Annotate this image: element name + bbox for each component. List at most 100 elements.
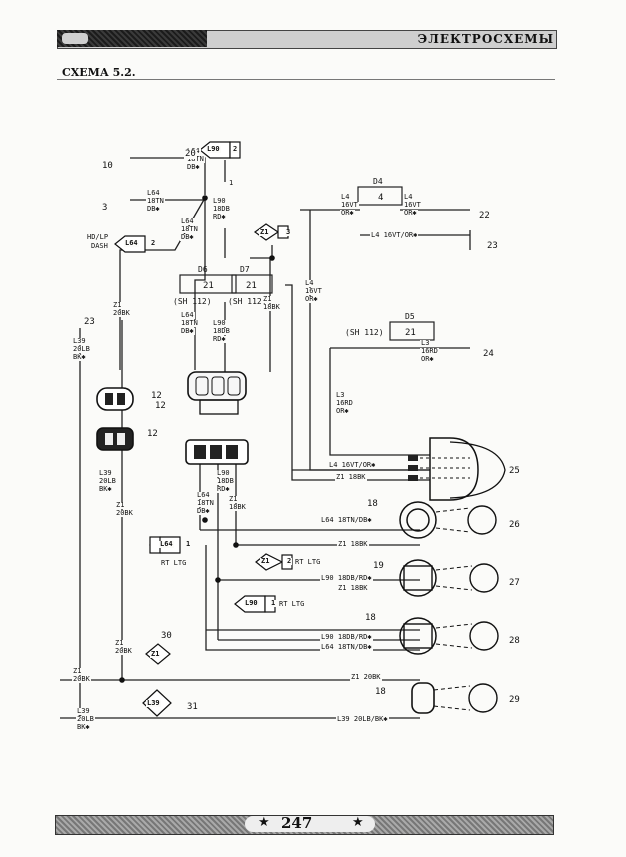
z1-20bk-mid-line-0: Z1 <box>114 639 125 647</box>
callout-18-9: 18 <box>364 613 377 623</box>
tag-l39-31: L39 <box>146 699 161 707</box>
l39-20lb-bk-line-2: BK✱ <box>72 353 87 361</box>
h-z1-18bk-27: Z1 18BK <box>337 584 369 592</box>
callout-22-11: 22 <box>478 211 491 221</box>
z1-20bk-bottom-line-0: Z1 <box>72 667 83 675</box>
svg-text:4: 4 <box>378 193 383 203</box>
svg-text:D4: D4 <box>373 177 383 186</box>
l4-16vt-or-left-line-0: L4 <box>340 193 351 201</box>
h-z1-18bk-26: Z1 18BK <box>337 540 369 548</box>
tag-z1-rt-ltg-num: 2 <box>286 557 293 565</box>
l90-18db-rd-d7-line-2: RD✱ <box>212 335 227 343</box>
l39-20lb-bk-bottom-line-0: L39 <box>76 707 91 715</box>
l39-20lb-bk-bottom-line-2: BK✱ <box>76 723 91 731</box>
l39-20lb-bk-bottom-line-1: 20LB <box>76 715 95 723</box>
tag-z1-30: Z1 <box>150 650 161 658</box>
fuse-d7: D7 21 (SH 112) <box>228 265 273 306</box>
callout-25-14: 25 <box>508 466 521 476</box>
h-l90-18db-rd-28: L90 18DB/RD✱ <box>320 633 373 641</box>
l3-16rd-or-vert-line-0: L3 <box>335 391 346 399</box>
l90-18db-rd-top-line-1: 18DB <box>212 205 231 213</box>
svg-text:(SH 112): (SH 112) <box>345 328 384 337</box>
l64-18tn-db-mid-line-1: 18TN <box>146 197 165 205</box>
page-number: 247 <box>281 814 313 832</box>
l4-16vt-or-left-line-2: OR✱ <box>340 209 355 217</box>
tag-l64-rt-ltg: L64 <box>159 540 174 548</box>
z1-20bk-lower-line-0: Z1 <box>115 501 126 509</box>
tag-l64-dash-num: 2 <box>150 239 157 247</box>
l64-18tn-db-d6-line-1: 18TN <box>180 319 199 327</box>
callout-18-10: 18 <box>374 687 387 697</box>
tag-l90-top: L90 <box>206 145 221 153</box>
l90-18db-rd-lower-line-1: 18DB <box>216 477 235 485</box>
l64-18tn-db-lower-line-0: L64 <box>196 491 211 499</box>
callout-12-3: 12 <box>150 391 163 401</box>
l64-18tn-db-lower-line-1: 18TN <box>196 499 215 507</box>
callout-20-2: 20 <box>184 149 197 159</box>
header-title: ЭЛЕКТРОСХЕМЫ <box>417 32 554 46</box>
l4-16vt-or-left-line-1: 16VT <box>340 201 359 209</box>
svg-text:D6: D6 <box>198 265 208 274</box>
wire-lamp-feed <box>205 544 420 651</box>
l90-18db-rd-lower-line-0: L90 <box>216 469 231 477</box>
annotation-hd-lp: HD/LP <box>86 233 110 241</box>
l64-18tn-db-top-line-1: 18TN <box>186 155 205 163</box>
callout-23-6: 23 <box>83 317 96 327</box>
svg-text:(SH 112): (SH 112) <box>228 297 267 306</box>
fuse-d5: D5 21 (SH 112) <box>345 312 435 341</box>
tag-l64-dash: L64 <box>124 239 139 247</box>
headlamp-25 <box>408 437 506 501</box>
svg-text:(SH 112): (SH 112) <box>173 297 212 306</box>
l4-16vt-or-right-line-0: L4 <box>403 193 414 201</box>
l90-18db-rd-lower-line-2: RD✱ <box>216 485 231 493</box>
tag-z1-rt-ltg: Z1 <box>260 557 271 565</box>
svg-text:21: 21 <box>405 328 416 338</box>
callout-12-5: 12 <box>154 401 167 411</box>
z1-20bk-left-line-1: 20BK <box>112 309 131 317</box>
connector-12-left-upper <box>96 387 134 411</box>
callout-29-18: 29 <box>508 695 521 705</box>
l64-18tn-db-left-line-1: 18TN <box>180 225 199 233</box>
h-l64-18tn-db-28: L64 18TN/DB✱ <box>320 643 373 651</box>
l64-18tn-db-d6-line-2: DB✱ <box>180 327 195 335</box>
callout-26-15: 26 <box>508 520 521 530</box>
callout-31-20: 31 <box>186 702 199 712</box>
callout-19-8: 19 <box>372 561 385 571</box>
l64-18tn-db-mid-line-2: DB✱ <box>146 205 161 213</box>
l4-16vt-or-vert-line-2: OR✱ <box>304 295 319 303</box>
wire-l4-top <box>300 209 471 250</box>
annotation-rt-ltg-1: RT LTG <box>160 559 188 567</box>
l64-18tn-db-d6-line-0: L64 <box>180 311 195 319</box>
tag-l90-top-num: 2 <box>232 145 239 153</box>
l4-16vt-or-right-line-1: 16VT <box>403 201 422 209</box>
h-z1-20bk-29: Z1 20BK <box>350 673 382 681</box>
fuse-d4: D4 4 <box>357 177 403 206</box>
h-l90-18db-rd-27: L90 18DB/RD✱ <box>320 574 373 582</box>
h-l64-18tn-db-26: L64 18TN/DB✱ <box>320 516 373 524</box>
header-rule <box>57 79 555 80</box>
l64-18tn-db-top-line-2: DB✱ <box>186 163 201 171</box>
svg-text:D5: D5 <box>405 312 415 321</box>
star-icon-left: ★ <box>258 815 270 830</box>
wire-connector-lower <box>199 462 420 640</box>
annotation-pin-1: 1 <box>228 179 235 187</box>
l64-18tn-db-left-line-0: L64 <box>180 217 195 225</box>
tag-z1-top-num: 3 <box>285 228 292 236</box>
callout-23-12: 23 <box>486 241 499 251</box>
z1-20bk-left-line-0: Z1 <box>112 301 123 309</box>
l64-18tn-db-left-line-2: DB✱ <box>180 233 195 241</box>
l4-16vt-or-right-line-2: OR✱ <box>403 209 418 217</box>
scheme-label: СХЕМА 5.2. <box>62 66 136 79</box>
callout-30-19: 30 <box>160 631 173 641</box>
fuse-d6: D6 21 (SH 112) <box>173 265 237 306</box>
l39-20lb-bk-lower-line-0: L39 <box>98 469 113 477</box>
l3-16rd-or-right-line-1: 16RD <box>420 347 439 355</box>
l90-18db-rd-d7-line-1: 18DB <box>212 327 231 335</box>
lamp-27 <box>399 559 499 597</box>
callout-10-0: 10 <box>101 161 114 171</box>
connector-12-lower <box>185 439 249 465</box>
l3-16rd-or-vert-line-1: 16RD <box>335 399 354 407</box>
l4-16vt-or-vert-line-1: 16VT <box>304 287 323 295</box>
tag-z1-top: Z1 <box>259 228 270 236</box>
